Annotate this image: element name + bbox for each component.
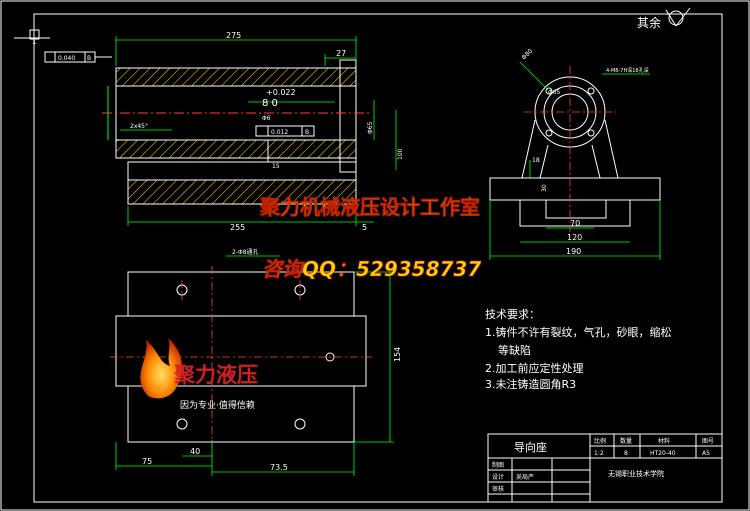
dim-chamfer: 2x45° <box>130 123 148 130</box>
dim-len-5: 5 <box>362 223 367 232</box>
top-hole-note: 2-Φ8通孔 <box>232 248 259 256</box>
dimension-lines-main <box>115 36 397 226</box>
tb-header-drawno: 图号 <box>702 438 714 445</box>
tb-value-material: HT20-40 <box>650 450 676 457</box>
side-view <box>489 76 661 227</box>
logo-brand: 聚力液压 <box>173 363 258 387</box>
note-3: 3.未注铸造圆角R3 <box>485 377 576 391</box>
side-dim-120: 120 <box>567 233 582 242</box>
tb-row-draw: 制图 <box>492 461 504 469</box>
dim-inner-dia: Φ6 <box>262 115 271 122</box>
sheet-border-inner <box>33 13 723 503</box>
surface-finish-symbol: 其余 <box>637 7 691 30</box>
top-dim-40: 40 <box>190 447 200 456</box>
side-hole-note: 4-M8-7H深18孔深 <box>606 67 649 74</box>
dim-overall-length: 275 <box>226 31 241 40</box>
svg-text:⊥: ⊥ <box>32 39 37 46</box>
dim-bore-tol: +0.022 <box>266 88 296 97</box>
tb-row-review: 审核 <box>492 485 504 493</box>
tb-header-scale: 比例 <box>594 437 606 445</box>
side-dim-30: 30 <box>541 184 548 192</box>
side-dim-70: 70 <box>570 219 580 228</box>
tb-value-scale: 1:2 <box>594 450 604 457</box>
svg-text:B: B <box>87 55 91 62</box>
logo-slogan: 因为专业·值得信赖 <box>180 399 255 411</box>
part-name: 导向座 <box>514 440 547 454</box>
tolerance-frame-1: 0.040 B <box>44 51 112 63</box>
side-view-centerlines <box>524 66 616 232</box>
side-dim-190: 190 <box>566 247 581 256</box>
top-dim-154: 154 <box>393 347 402 362</box>
tb-header-qty: 数量 <box>620 437 632 445</box>
note-1-cont: 等缺陷 <box>498 343 531 357</box>
side-dim-18: 18 <box>532 157 540 164</box>
watermark-logo: 聚力液压 因为专业·值得信赖 <box>140 338 258 411</box>
section-view <box>102 59 372 205</box>
top-dim-75: 75 <box>142 457 152 466</box>
tb-school: 无锡职业技术学院 <box>608 469 664 478</box>
finish-symbol-label: 其余 <box>637 15 661 30</box>
top-view <box>115 271 367 443</box>
dim-dia-65: Φ65 <box>367 121 374 134</box>
dim-right-step: 27 <box>336 49 346 58</box>
tb-value-qty: 8 <box>624 450 628 457</box>
notes-heading: 技术要求： <box>485 308 540 321</box>
note-1: 1.铸件不许有裂纹，气孔，砂眼，缩松 <box>485 325 672 339</box>
svg-text:B: B <box>305 129 309 136</box>
top-dim-73-5: 73.5 <box>270 463 288 472</box>
tb-header-material: 材料 <box>658 437 670 445</box>
side-view-dimensions <box>489 61 661 260</box>
tb-designer: 吴局严 <box>516 474 534 481</box>
watermark-line1: 聚力机械液压设计工作室 <box>259 195 480 219</box>
top-view-dimensions <box>115 255 394 476</box>
tb-value-drawno: A5 <box>702 450 710 457</box>
dim-step-100: 100 <box>397 148 404 160</box>
tolerance-frame-2: 0.012 B <box>255 125 315 137</box>
note-2: 2.加工前应定性处理 <box>485 361 584 375</box>
dim-bore-dia: 8 0 <box>262 98 278 109</box>
title-block <box>487 433 723 503</box>
svg-text:0.040: 0.040 <box>58 55 75 62</box>
side-dim-mid: Φ65 <box>548 89 561 96</box>
side-dim-top: Φ80 <box>520 48 534 62</box>
flame-icon <box>140 338 183 399</box>
dim-step-15: 15 <box>272 163 280 170</box>
technical-notes: 技术要求： 1.铸件不许有裂纹，气孔，砂眼，缩松 等缺陷 2.加工前应定性处理 … <box>485 308 672 391</box>
datum-marker: ⊥ <box>14 29 50 46</box>
watermark-line2: 咨询QQ：529358737 <box>262 257 481 281</box>
svg-text:0.012: 0.012 <box>271 129 288 136</box>
tb-row-design: 设计 <box>492 473 504 481</box>
dim-len-255: 255 <box>230 223 245 232</box>
